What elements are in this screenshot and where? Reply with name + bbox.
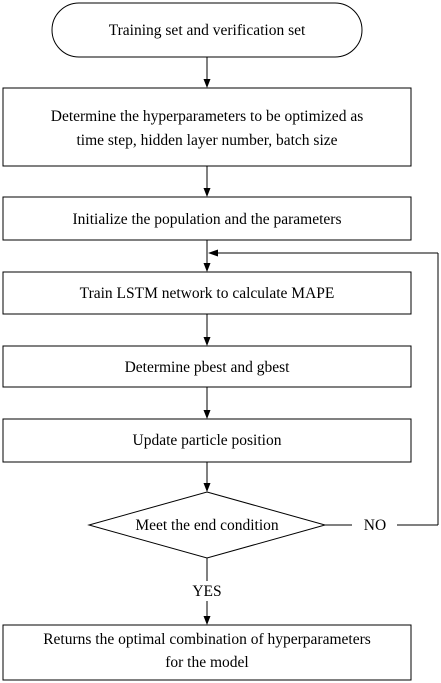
node-start: Training set and verification set	[51, 2, 363, 58]
node-returns-optimal-line2: for the model	[165, 654, 249, 671]
edge-label-yes: YES	[192, 583, 221, 600]
node-determine-pbest-gbest-text: Determine pbest and gbest	[125, 359, 291, 376]
node-returns-optimal-line1: Returns the optimal combination of hyper…	[43, 631, 371, 648]
node-determine-hyperparameters-line2: time step, hidden layer number, batch si…	[76, 132, 337, 149]
arrow-train-to-pbest	[203, 314, 211, 346]
node-end-condition-text: Meet the end condition	[135, 517, 279, 534]
node-start-text: Training set and verification set	[109, 22, 306, 39]
node-determine-hyperparameters-line1: Determine the hyperparameters to be opti…	[51, 108, 363, 125]
arrow-start-to-determine	[203, 57, 211, 88]
arrow-determine-to-initialize	[203, 166, 211, 197]
edge-label-no: NO	[364, 517, 386, 534]
node-train-lstm: Train LSTM network to calculate MAPE	[2, 271, 412, 315]
node-end-condition-decision: Meet the end condition	[87, 491, 327, 559]
node-determine-hyperparameters: Determine the hyperparameters to be opti…	[2, 87, 412, 167]
arrow-pbest-to-update	[203, 387, 211, 419]
node-initialize-text: Initialize the population and the parame…	[73, 211, 342, 228]
arrow-initialize-to-train	[203, 240, 211, 272]
node-initialize: Initialize the population and the parame…	[2, 196, 412, 241]
node-update-particle-position-text: Update particle position	[133, 432, 282, 449]
node-returns-optimal-combination: Returns the optimal combination of hyper…	[2, 624, 412, 681]
node-update-particle-position: Update particle position	[2, 418, 412, 463]
arrow-update-to-condition	[203, 462, 211, 492]
node-determine-pbest-gbest: Determine pbest and gbest	[2, 345, 412, 388]
arrow-yes-to-result	[203, 558, 211, 625]
arrow-no-loop-back	[208, 249, 439, 526]
node-train-lstm-text: Train LSTM network to calculate MAPE	[80, 285, 335, 302]
